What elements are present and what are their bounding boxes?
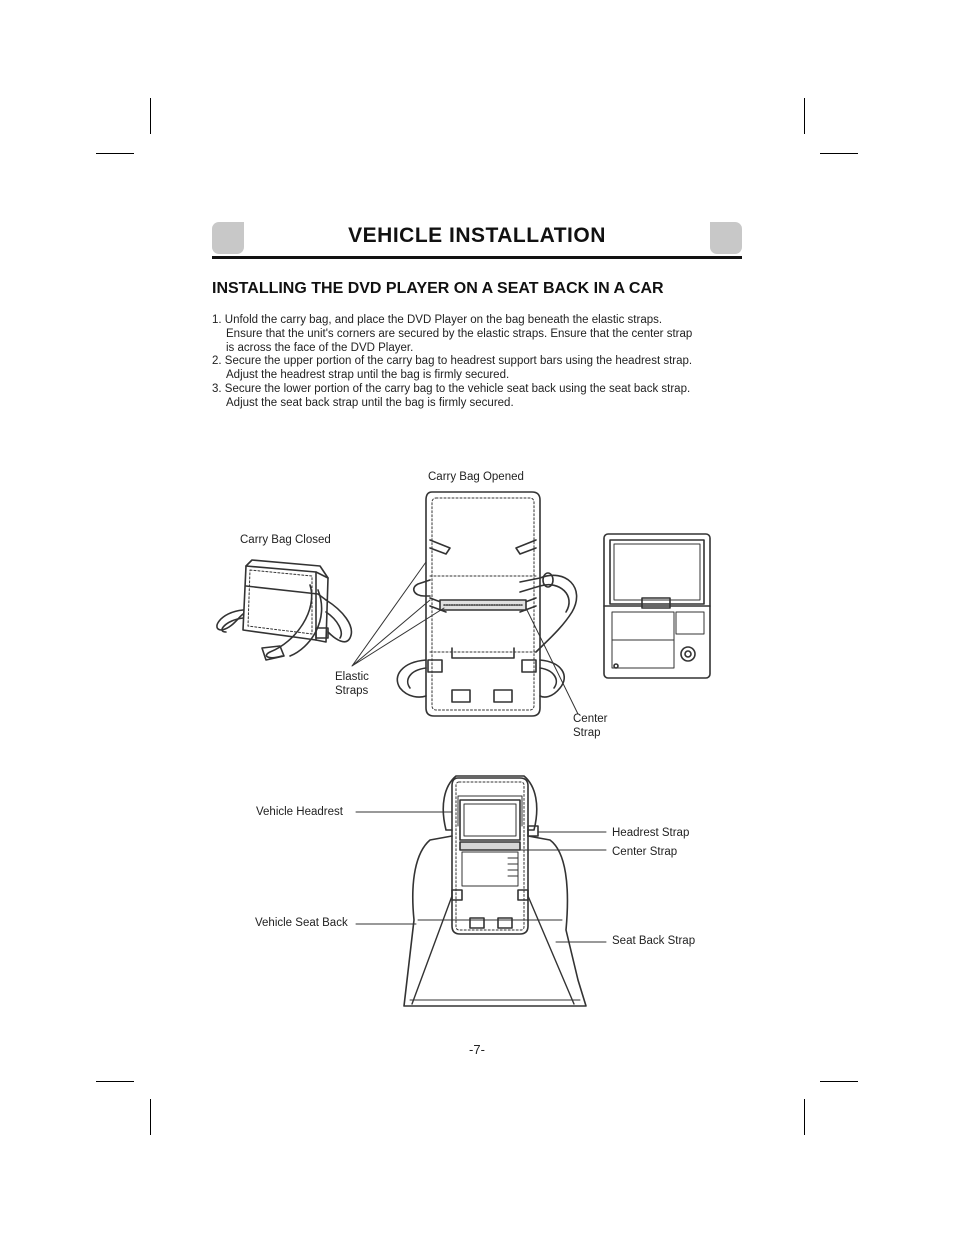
step-1-line-1: 1. Unfold the carry bag, and place the D…: [212, 314, 663, 326]
crop-mark: [804, 98, 805, 134]
label-elastic-straps-line-1: Elastic: [335, 671, 369, 683]
crop-mark: [150, 98, 151, 134]
page-title: VEHICLE INSTALLATION: [348, 224, 606, 247]
crop-mark: [820, 153, 858, 154]
step-1-line-2: Ensure that the unit's corners are secur…: [226, 327, 693, 340]
step-3-line-1: 3. Secure the lower portion of the carry…: [212, 382, 691, 395]
step-2-line-1: 2. Secure the upper portion of the carry…: [212, 355, 693, 368]
label-vehicle-seat-back: Vehicle Seat Back: [255, 917, 348, 929]
carry-bag-closed-illustration: [216, 559, 353, 661]
label-seat-back-strap: Seat Back Strap: [612, 935, 696, 947]
crop-mark: [804, 1099, 805, 1135]
crop-mark: [150, 1099, 151, 1135]
header-tab-decoration: [710, 222, 742, 254]
step-1-line-3: is across the face of the DVD Player.: [226, 341, 414, 354]
label-center-strap: Center Strap: [612, 846, 678, 858]
crop-mark: [96, 1081, 134, 1082]
crop-mark: [820, 1081, 858, 1082]
label-headrest-strap: Headrest Strap: [612, 827, 690, 839]
carry-bag-opened-illustration: [396, 491, 578, 717]
step-2-line-2: Adjust the headrest strap until the bag …: [226, 369, 510, 382]
label-elastic-straps-line-2: Straps: [335, 685, 369, 697]
vehicle-seat-illustration: [403, 775, 587, 1007]
label-center-strap-line-2: Strap: [573, 727, 601, 739]
label-center-strap-line-1: Center: [573, 713, 608, 725]
header-rule: [212, 256, 742, 259]
step-3-line-2: Adjust the seat back strap until the bag…: [226, 396, 514, 409]
label-vehicle-headrest: Vehicle Headrest: [256, 806, 343, 818]
section-header: VEHICLE INSTALLATION: [212, 220, 742, 260]
label-carry-bag-opened: Carry Bag Opened: [428, 471, 524, 483]
page-number: -7-: [469, 1042, 485, 1057]
header-tab-decoration: [212, 222, 244, 254]
label-carry-bag-closed: Carry Bag Closed: [240, 534, 331, 546]
instruction-steps: 1. Unfold the carry bag, and place the D…: [212, 314, 752, 411]
section-heading: INSTALLING THE DVD PLAYER ON A SEAT BACK…: [212, 280, 664, 297]
crop-mark: [96, 153, 134, 154]
dvd-player-illustration: [603, 533, 711, 679]
